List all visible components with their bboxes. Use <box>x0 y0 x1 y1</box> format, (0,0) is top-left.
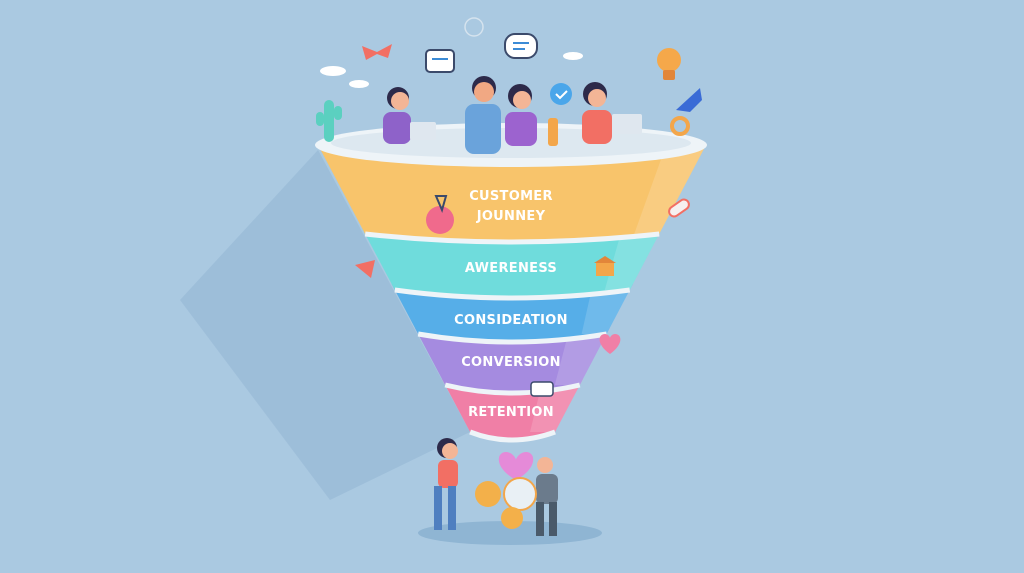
funnel-shadow <box>180 150 470 500</box>
band-divider <box>444 382 581 396</box>
funnel-stage-band <box>361 228 663 298</box>
band-divider <box>417 331 607 345</box>
cloud-icon <box>320 52 583 88</box>
funnel-stage-label: AWERENESS <box>465 261 557 276</box>
funnel-stage-band <box>391 284 633 342</box>
funnel-stage-label: JOUNNEY <box>476 209 546 224</box>
butterfly-icon <box>362 44 392 60</box>
person-woman-laptop <box>383 87 436 144</box>
chat-bubble-icon <box>504 33 538 59</box>
person-man-blue-shirt <box>465 76 501 154</box>
person-man-bottom <box>536 457 558 536</box>
heart-icon <box>599 334 621 354</box>
band-divider <box>469 429 556 443</box>
person-woman-purple <box>505 84 558 146</box>
shield-badge-icon <box>355 260 375 278</box>
gear-icon-small <box>501 507 523 529</box>
cards-icon <box>530 381 554 397</box>
funnel-stage-label: CONVERSION <box>461 355 561 370</box>
person-woman-bottom <box>434 438 458 530</box>
person-woman-coral-laptop <box>582 82 642 144</box>
funnel-stage-label: CONSIDEATION <box>454 313 568 328</box>
funnel-stage-label: CUSTOMER <box>469 189 553 204</box>
message-card-icon <box>425 49 455 73</box>
funnel-stage-band <box>414 328 610 393</box>
people-group-top <box>383 76 642 154</box>
pill-icon <box>668 198 690 218</box>
band-highlight <box>634 144 707 234</box>
funnel-stage-band <box>317 144 707 242</box>
funnel-stage-label: RETENTION <box>468 405 554 420</box>
magnet-icon <box>426 195 454 234</box>
big-heart-icon <box>498 452 534 480</box>
band-highlight <box>554 328 610 385</box>
band-divider <box>394 287 631 301</box>
band-highlight <box>604 228 663 290</box>
globe-icon <box>503 477 537 511</box>
info-circle-icon <box>464 17 484 37</box>
cactus-icon <box>316 100 342 142</box>
lightbulb-icon <box>657 48 681 80</box>
bank-icon <box>594 256 616 276</box>
checkmark-bubble-icon <box>550 83 572 105</box>
band-divider <box>364 231 660 245</box>
gear-icon <box>475 481 501 507</box>
rocket-icon <box>670 88 702 136</box>
